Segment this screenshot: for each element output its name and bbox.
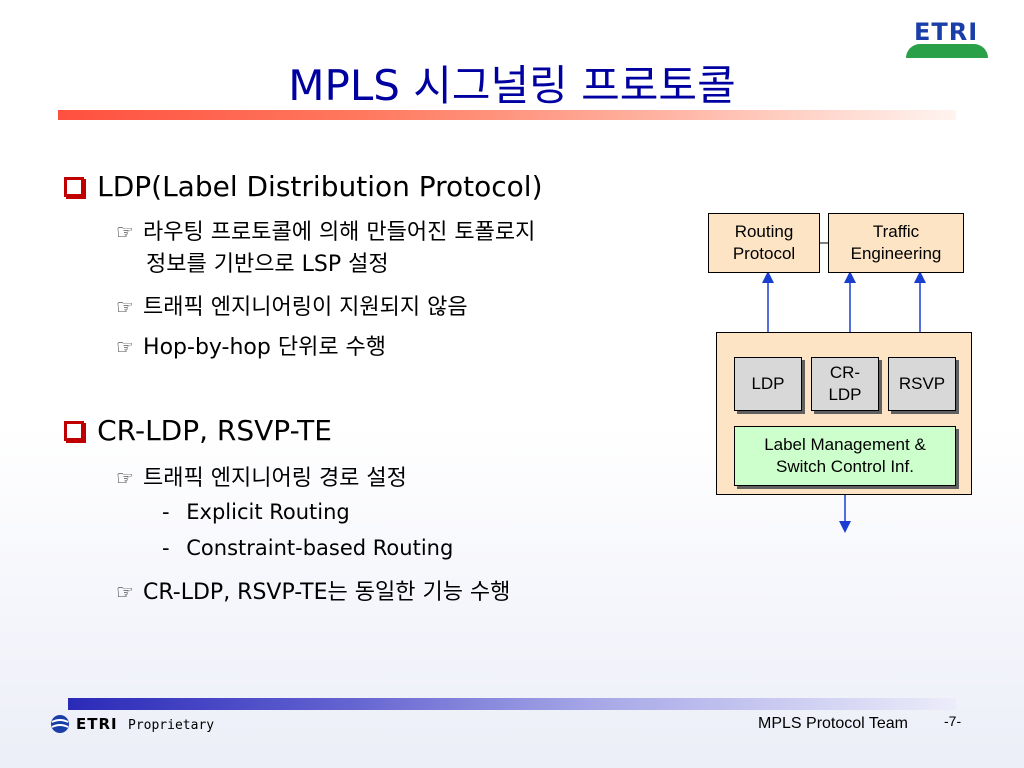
routing-protocol-line1: Routing xyxy=(734,222,794,241)
pointing-hand-icon: ☞ xyxy=(116,580,134,604)
etri-logo: ETRI xyxy=(906,18,990,58)
list-item-text-cont: 정보를 기반으로 LSP 설정 xyxy=(146,252,389,277)
routing-protocol-line2: Protocol xyxy=(732,244,796,263)
cr-ldp-box: CR- LDP xyxy=(811,357,879,411)
list-item: ☞ Hop-by-hop 단위로 수행 xyxy=(116,329,386,361)
dash-bullet: - xyxy=(162,500,170,524)
globe-icon xyxy=(51,715,69,733)
list-item: ☞ 라우팅 프로토콜에 의해 만들어진 토폴로지 xyxy=(116,214,535,246)
square-bullet-icon xyxy=(64,420,84,441)
footer-bar xyxy=(68,698,956,710)
rsvp-label: RSVP xyxy=(898,374,946,393)
list-item: ☞ CR-LDP, RSVP-TE는 동일한 기능 수행 xyxy=(116,574,510,606)
section-heading: CR-LDP, RSVP-TE xyxy=(97,414,332,447)
sub-list-item: - Explicit Routing xyxy=(162,500,350,524)
slide-title: MPLS 시그널링 프로토콜 xyxy=(288,61,736,110)
section-heading: LDP(Label Distribution Protocol) xyxy=(97,170,543,203)
footer-proprietary: Proprietary xyxy=(128,718,215,733)
list-item: ☞ 트래픽 엔지니어링 경로 설정 xyxy=(116,460,407,492)
etri-logo-arc xyxy=(906,44,988,58)
sub-list-item-text: Explicit Routing xyxy=(186,500,350,524)
traffic-engineering-box: Traffic Engineering xyxy=(828,213,964,273)
footer-logo-text: ETRI xyxy=(76,715,118,733)
list-item-text: Hop-by-hop 단위로 수행 xyxy=(143,335,387,360)
cr-ldp-line2: LDP xyxy=(828,385,862,404)
ldp-label: LDP xyxy=(751,374,785,393)
rsvp-box: RSVP xyxy=(888,357,956,411)
label-mgmt-line1: Label Management & xyxy=(764,435,926,454)
page-number: -7- xyxy=(944,713,962,729)
list-item-text: 트래픽 엔지니어링 경로 설정 xyxy=(143,466,407,491)
cr-ldp-line1: CR- xyxy=(829,363,861,382)
list-item-text: 라우팅 프로토콜에 의해 만들어진 토폴로지 xyxy=(143,220,536,245)
square-bullet-icon xyxy=(64,176,84,197)
section-crldp: CR-LDP, RSVP-TE xyxy=(64,414,332,447)
title-underline xyxy=(58,110,956,120)
section-ldp: LDP(Label Distribution Protocol) xyxy=(64,170,543,203)
pointing-hand-icon: ☞ xyxy=(116,295,134,319)
label-mgmt-line2: Switch Control Inf. xyxy=(776,457,914,476)
sub-list-item-text: Constraint-based Routing xyxy=(186,536,454,560)
footer-team: MPLS Protocol Team xyxy=(758,715,908,732)
traffic-engineering-line1: Traffic xyxy=(872,222,920,241)
label-management-box: Label Management & Switch Control Inf. xyxy=(734,426,956,486)
pointing-hand-icon: ☞ xyxy=(116,220,134,244)
list-item: ☞ 트래픽 엔지니어링이 지원되지 않음 xyxy=(116,289,468,321)
traffic-engineering-line2: Engineering xyxy=(850,244,942,263)
sub-list-item: - Constraint-based Routing xyxy=(162,536,453,560)
footer-etri-logo: ETRI xyxy=(50,714,118,734)
routing-protocol-box: Routing Protocol xyxy=(708,213,820,273)
etri-logo-text: ETRI xyxy=(914,18,979,46)
ldp-box: LDP xyxy=(734,357,802,411)
pointing-hand-icon: ☞ xyxy=(116,335,134,359)
list-item-text: CR-LDP, RSVP-TE는 동일한 기능 수행 xyxy=(143,580,511,605)
pointing-hand-icon: ☞ xyxy=(116,466,134,490)
list-item-text: 트래픽 엔지니어링이 지원되지 않음 xyxy=(143,295,468,320)
dash-bullet: - xyxy=(162,536,170,560)
